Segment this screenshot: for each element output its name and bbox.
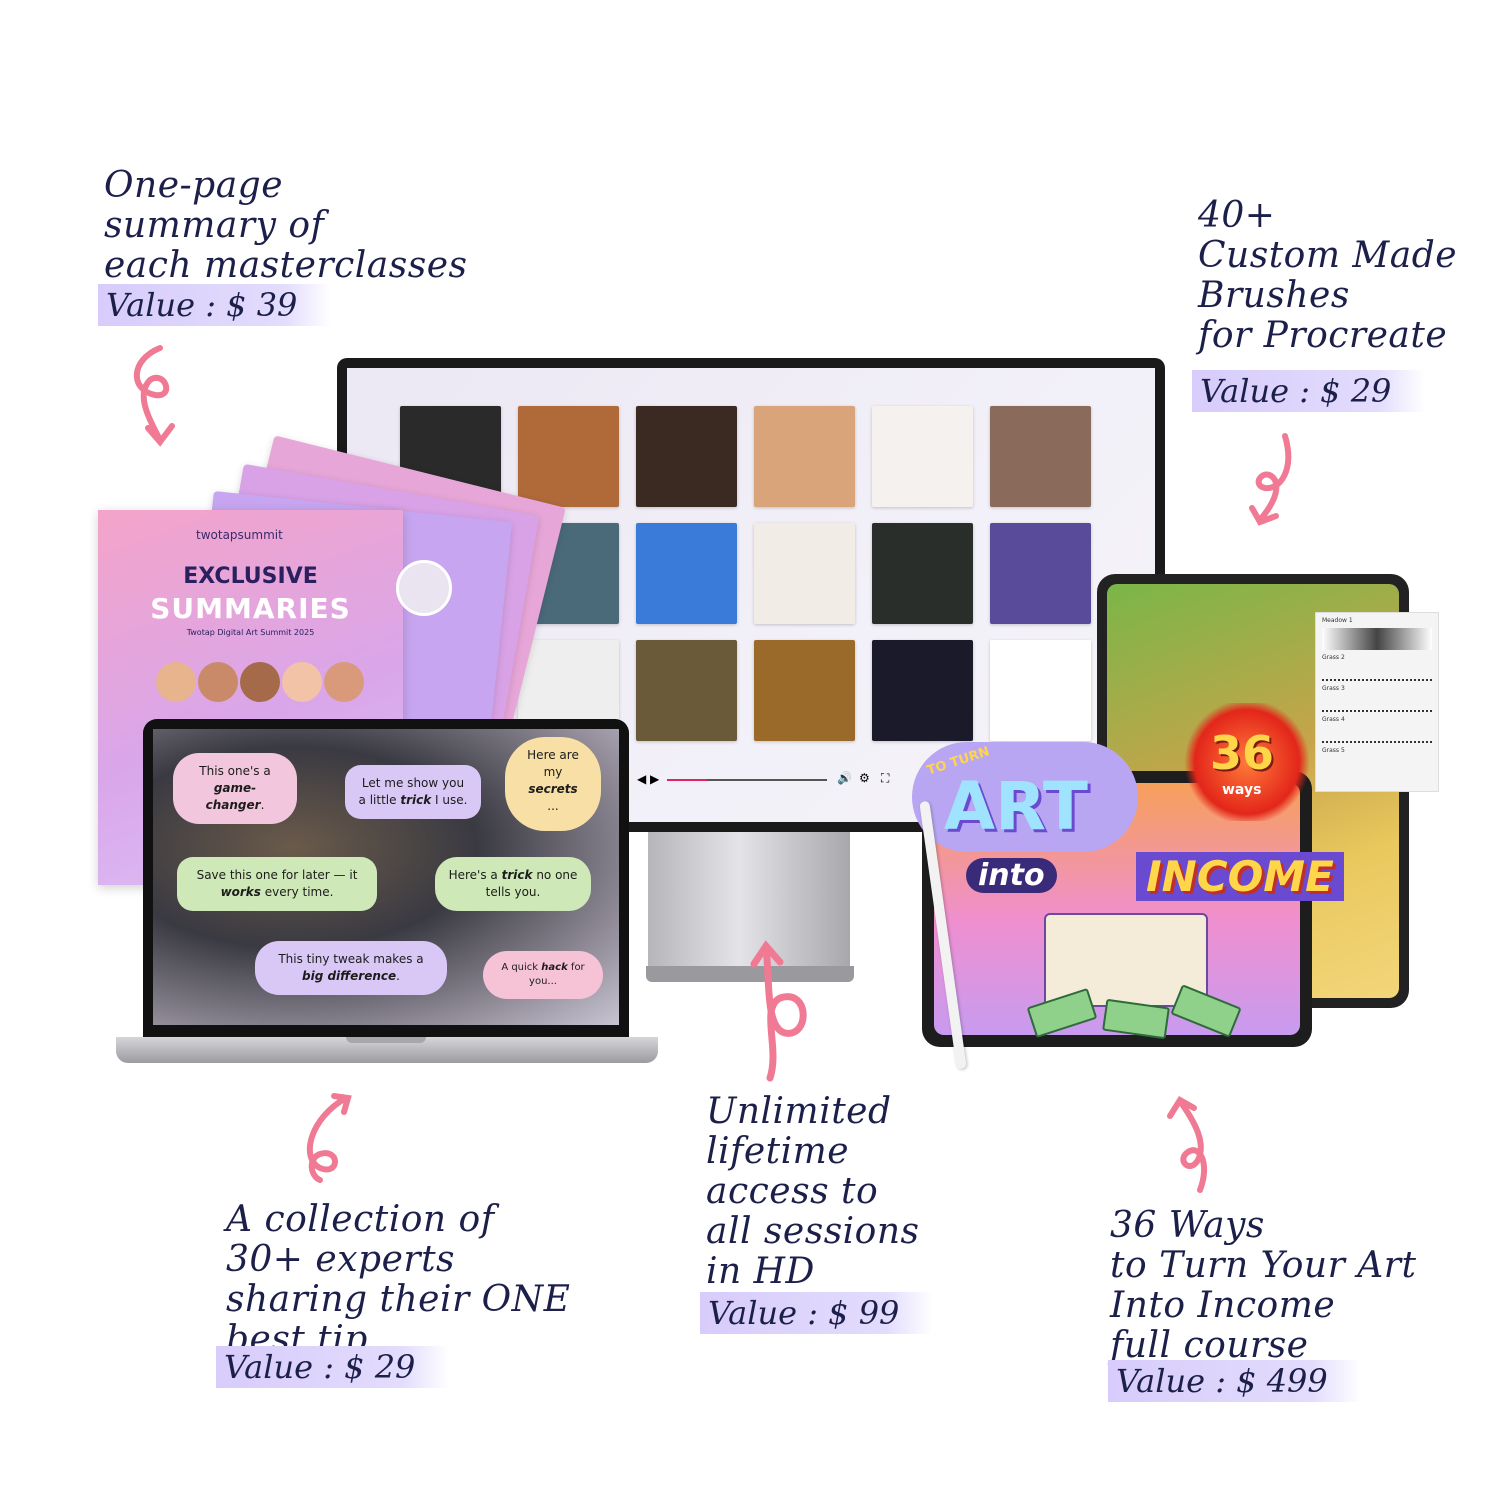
badge-number: 36 bbox=[1210, 726, 1275, 780]
course-value: Value : $ 499 bbox=[1108, 1360, 1362, 1402]
artwork-thumbnail[interactable] bbox=[990, 523, 1091, 624]
cover-income-text: INCOME bbox=[1136, 852, 1344, 901]
cover-into-text: into bbox=[966, 858, 1057, 893]
laptop-notch bbox=[346, 1037, 426, 1043]
artwork-thumbnail[interactable] bbox=[518, 406, 619, 507]
fullscreen-icon[interactable]: ⛶ bbox=[881, 771, 890, 785]
avatar bbox=[156, 662, 196, 702]
session-gallery: ◀ ▶ 🔊 ⚙ ⛶ bbox=[347, 368, 1155, 822]
brushes-callout: 40+ Custom Made Brushes for Procreate bbox=[1198, 196, 1457, 356]
callout-line: to Turn Your Art bbox=[1110, 1245, 1417, 1286]
arrow-icon bbox=[1249, 433, 1292, 526]
callout-line: for Procreate bbox=[1198, 315, 1448, 356]
tip-bubble: A quick hack for you... bbox=[483, 951, 603, 999]
callout-line: full course bbox=[1110, 1325, 1309, 1366]
doc-title: EXCLUSIVE bbox=[183, 564, 318, 589]
summary-value: Value : $ 39 bbox=[98, 284, 332, 326]
money-icon bbox=[1026, 987, 1098, 1039]
brush-item[interactable]: Grass 2 bbox=[1322, 654, 1345, 661]
brushes-value: Value : $ 29 bbox=[1192, 370, 1426, 412]
artwork-thumbnail[interactable] bbox=[872, 640, 973, 741]
brush-item[interactable]: Grass 5 bbox=[1322, 747, 1345, 754]
settings-icon[interactable]: ⚙ bbox=[859, 771, 870, 785]
tip-bubble: Let me show you a little trick I use. bbox=[345, 765, 481, 819]
sessions-value: Value : $ 99 bbox=[700, 1292, 934, 1334]
callout-line: One-page bbox=[104, 165, 284, 206]
video-player-controls: ◀ ▶ 🔊 ⚙ ⛶ bbox=[637, 768, 1157, 792]
artwork-thumbnail[interactable] bbox=[636, 523, 737, 624]
callout-line: each masterclasses bbox=[104, 245, 468, 286]
tip-bubble: Here's a trick no one tells you. bbox=[435, 857, 591, 911]
brush-library-panel: Meadow 1 Grass 2 Grass 3 Grass 4 Grass 5 bbox=[1315, 612, 1439, 792]
artwork-thumbnail[interactable] bbox=[636, 406, 737, 507]
volume-icon[interactable]: 🔊 bbox=[837, 771, 852, 785]
brush-item[interactable]: Grass 4 bbox=[1322, 716, 1345, 723]
brush-stroke bbox=[1322, 628, 1432, 650]
desktop-monitor: ◀ ▶ 🔊 ⚙ ⛶ bbox=[337, 358, 1165, 832]
badge-word: ways bbox=[1222, 782, 1262, 798]
arrow-icon bbox=[306, 1093, 352, 1183]
avatar bbox=[282, 662, 322, 702]
callout-line: 36 Ways bbox=[1110, 1205, 1265, 1246]
artwork-thumbnail[interactable] bbox=[754, 406, 855, 507]
avatar bbox=[240, 662, 280, 702]
artwork-thumbnail[interactable] bbox=[754, 523, 855, 624]
callout-line: Custom Made bbox=[1198, 235, 1458, 276]
progress-fill bbox=[667, 779, 707, 781]
doc-subtitle: Twotap Digital Art Summit 2025 bbox=[186, 628, 315, 637]
avatar bbox=[324, 662, 364, 702]
artwork-thumbnail[interactable] bbox=[872, 523, 973, 624]
callout-line: Brushes bbox=[1198, 275, 1350, 316]
course-callout: 36 Ways to Turn Your Art Into Income ful… bbox=[1110, 1206, 1416, 1366]
callout-line: lifetime bbox=[706, 1131, 850, 1172]
cover-art-text: ART bbox=[944, 768, 1088, 845]
monitor-stand-base bbox=[646, 966, 854, 982]
brush-stroke bbox=[1322, 665, 1432, 681]
avatar bbox=[198, 662, 238, 702]
sessions-callout: Unlimited lifetime access to all session… bbox=[706, 1092, 920, 1292]
callout-line: all sessions bbox=[706, 1211, 920, 1252]
arrow-icon bbox=[1167, 1095, 1207, 1193]
artwork-thumbnail[interactable] bbox=[872, 406, 973, 507]
artwork-thumbnail[interactable] bbox=[990, 406, 1091, 507]
brush-item[interactable]: Meadow 1 bbox=[1322, 617, 1353, 624]
tip-bubble: Save this one for later — it works every… bbox=[177, 857, 377, 911]
callout-line: summary of bbox=[104, 205, 325, 246]
doc-title: SUMMARIES bbox=[150, 592, 351, 625]
callout-line: A collection of bbox=[226, 1199, 495, 1240]
progress-track[interactable] bbox=[667, 779, 827, 781]
arrow-icon bbox=[750, 940, 807, 1082]
brush-stroke bbox=[1322, 727, 1432, 743]
callout-line: Unlimited bbox=[706, 1091, 892, 1132]
tip-bubble: This tiny tweak makes a big difference. bbox=[255, 941, 447, 995]
artwork-thumbnail[interactable] bbox=[754, 640, 855, 741]
artwork-thumbnail[interactable] bbox=[636, 640, 737, 741]
experts-callout: A collection of 30+ experts sharing thei… bbox=[226, 1200, 570, 1360]
arrow-icon bbox=[133, 345, 175, 447]
laptop-base bbox=[116, 1037, 658, 1063]
artwork-thumbnail[interactable] bbox=[990, 640, 1091, 741]
callout-line: 40+ bbox=[1198, 195, 1276, 236]
play-icon[interactable]: ◀ ▶ bbox=[637, 772, 660, 786]
summary-callout: One-page summary of each masterclasses bbox=[104, 166, 467, 286]
callout-line: Into Income bbox=[1110, 1285, 1336, 1326]
avatar bbox=[396, 560, 452, 616]
brush-stroke bbox=[1322, 696, 1432, 712]
brush-item[interactable]: Grass 3 bbox=[1322, 685, 1345, 692]
ways-badge bbox=[1183, 703, 1311, 821]
doc-brand: twotapsummit bbox=[196, 528, 283, 542]
experts-value: Value : $ 29 bbox=[216, 1346, 450, 1388]
monitor-stand bbox=[648, 832, 850, 972]
callout-line: 30+ experts bbox=[226, 1239, 456, 1280]
callout-line: in HD bbox=[706, 1251, 815, 1292]
cover-cloud bbox=[912, 742, 1138, 852]
callout-line: sharing their ONE bbox=[226, 1279, 571, 1320]
callout-line: access to bbox=[706, 1171, 879, 1212]
